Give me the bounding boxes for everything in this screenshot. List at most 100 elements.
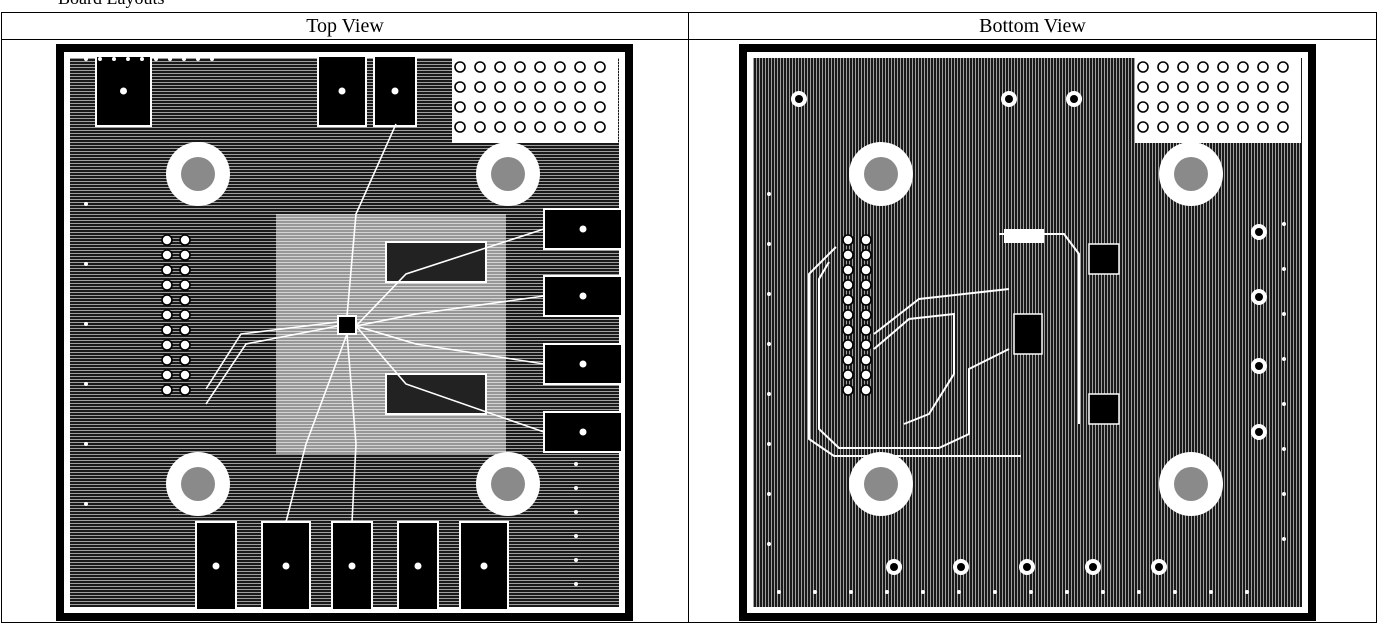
via — [1157, 61, 1169, 73]
stitching-via — [574, 582, 578, 586]
stitching-via — [154, 57, 158, 61]
stitching-via — [957, 590, 961, 594]
via — [534, 121, 546, 133]
header-pin — [161, 354, 173, 366]
via — [454, 121, 466, 133]
header-pin — [179, 279, 191, 291]
header-pin — [161, 264, 173, 276]
mounting-hole — [1174, 467, 1208, 501]
ic-package — [337, 315, 357, 335]
header-pin — [161, 324, 173, 336]
plated-through-hole-drill — [1023, 563, 1031, 571]
stitching-via — [574, 510, 578, 514]
via — [1157, 121, 1169, 133]
via — [534, 101, 546, 113]
via — [1277, 61, 1289, 73]
via — [1157, 81, 1169, 93]
board-views-table: Top View Bottom View — [1, 12, 1377, 623]
header-pin — [860, 384, 872, 396]
plated-through-hole-drill — [1255, 293, 1263, 301]
pad-hole — [480, 562, 488, 570]
header-pin — [179, 249, 191, 261]
via — [554, 61, 566, 73]
via — [1257, 101, 1269, 113]
stitching-via — [112, 57, 116, 61]
component-footprint — [1004, 229, 1044, 243]
via — [1197, 101, 1209, 113]
plated-through-hole-drill — [1005, 95, 1013, 103]
via — [1177, 81, 1189, 93]
signal-trace — [355, 228, 545, 327]
pad-hole — [212, 562, 220, 570]
via — [574, 81, 586, 93]
header-pin — [860, 339, 872, 351]
header-pin — [842, 384, 854, 396]
header-pin — [842, 339, 854, 351]
header-pin — [842, 369, 854, 381]
stitching-via — [84, 502, 88, 506]
header-pin — [179, 234, 191, 246]
pad-hole — [348, 562, 356, 570]
stitching-via — [993, 590, 997, 594]
header-pin — [860, 264, 872, 276]
header-pin — [179, 339, 191, 351]
stitching-via — [140, 57, 144, 61]
stitching-via — [767, 542, 771, 546]
stitching-via — [574, 558, 578, 562]
via-array — [452, 57, 618, 143]
header-pin — [842, 234, 854, 246]
via — [1277, 101, 1289, 113]
via — [514, 81, 526, 93]
header-pin — [161, 294, 173, 306]
mounting-hole — [491, 157, 525, 191]
plated-through-hole-drill — [1070, 95, 1078, 103]
stitching-via — [767, 492, 771, 496]
header-pin — [179, 354, 191, 366]
via — [534, 61, 546, 73]
via — [1277, 121, 1289, 133]
pad-hole — [414, 562, 422, 570]
via — [1217, 101, 1229, 113]
stitching-via — [84, 382, 88, 386]
stitching-via — [210, 57, 214, 61]
via — [494, 81, 506, 93]
bottom-view-pcb-image — [739, 44, 1316, 621]
via — [514, 101, 526, 113]
via — [1157, 101, 1169, 113]
via — [1237, 81, 1249, 93]
stitching-via — [84, 322, 88, 326]
header-pin — [179, 294, 191, 306]
stitching-via — [84, 442, 88, 446]
pad-hole — [579, 292, 587, 300]
via — [1137, 121, 1149, 133]
header-pin — [161, 279, 173, 291]
signal-trace — [818, 261, 1010, 449]
stitching-via — [1282, 222, 1286, 226]
via — [594, 61, 606, 73]
via — [594, 121, 606, 133]
via — [534, 81, 546, 93]
via — [1137, 61, 1149, 73]
via — [1277, 81, 1289, 93]
via — [454, 101, 466, 113]
pad-hole — [282, 562, 290, 570]
signal-trace — [808, 246, 1021, 457]
top-view-cell — [1, 39, 689, 623]
plated-through-hole-drill — [1255, 362, 1263, 370]
plated-through-hole-drill — [1089, 563, 1097, 571]
pad-hole — [120, 87, 127, 95]
plated-through-hole-drill — [890, 563, 898, 571]
stitching-via — [1282, 537, 1286, 541]
signal-trace — [346, 333, 357, 523]
stitching-via — [1282, 267, 1286, 271]
via — [1177, 121, 1189, 133]
via — [1257, 81, 1269, 93]
header-pin — [860, 369, 872, 381]
via — [494, 121, 506, 133]
via — [594, 101, 606, 113]
stitching-via — [1029, 590, 1033, 594]
header-pin — [161, 369, 173, 381]
signal-trace — [205, 321, 339, 390]
mounting-hole — [864, 157, 898, 191]
stitching-via — [1065, 590, 1069, 594]
